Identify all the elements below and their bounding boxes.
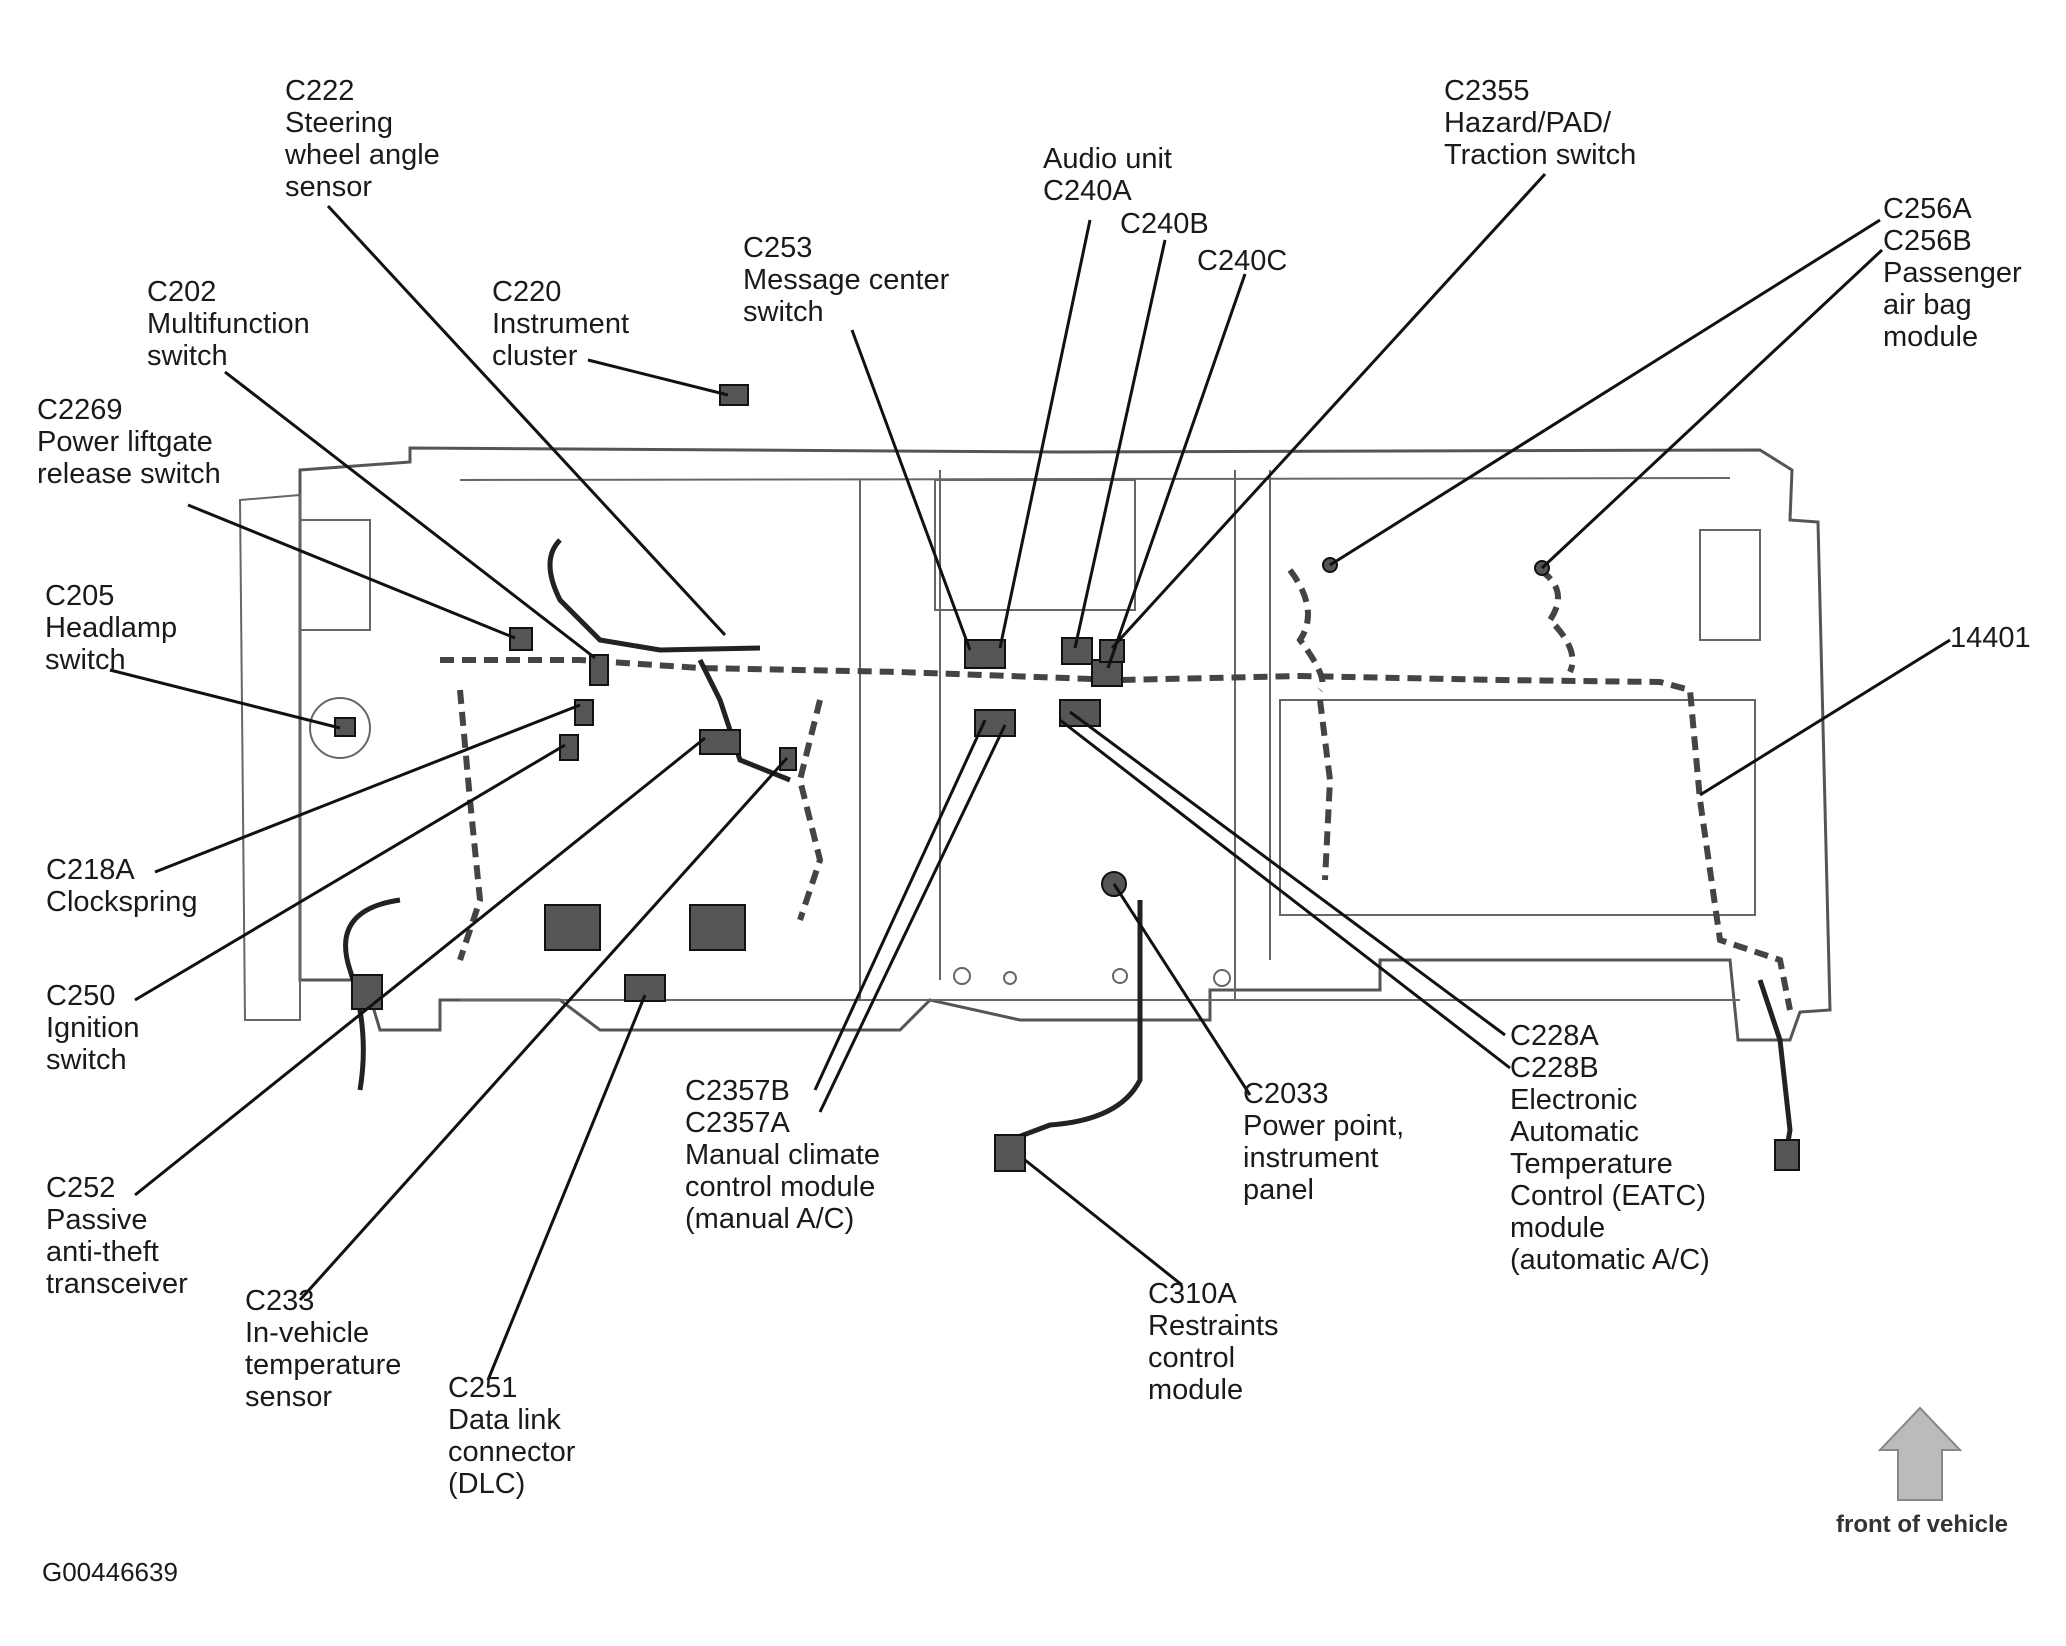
label-14401: 14401	[1950, 622, 2031, 654]
headlamp-switch-bezel	[309, 697, 371, 759]
harness-branch-left-lower	[457, 689, 484, 961]
harness-upper-left	[547, 538, 761, 653]
harness-branch-glovebox	[1317, 699, 1334, 881]
connector-c2269	[509, 627, 533, 651]
harness-branch-airbag	[1287, 568, 1326, 693]
harness-branch-lower-center	[796, 699, 824, 921]
leader-c2357a	[818, 724, 1007, 1113]
panel-inner-outline	[238, 493, 301, 1021]
panel-frame	[298, 446, 1832, 1042]
leader-c220	[587, 358, 729, 397]
harness-rcm-lead	[1009, 900, 1143, 1143]
front-arrow-icon	[1877, 1406, 1963, 1501]
connector-c202	[589, 654, 609, 686]
label-c240b: C240B	[1120, 208, 1209, 240]
harness-branch-right	[1538, 567, 1576, 674]
leader-c240c	[1106, 273, 1247, 669]
figure-id: G00446639	[42, 1557, 178, 1587]
panel-hole-2	[953, 967, 971, 985]
leader-c2355	[1110, 172, 1547, 650]
leader-c251	[486, 994, 647, 1381]
connector-bulk-left	[544, 904, 601, 951]
leader-c256b	[1540, 248, 1884, 570]
connector-c220	[719, 384, 749, 406]
leader-c2033	[1112, 883, 1252, 1096]
left-vent	[299, 519, 371, 631]
right-vent	[1699, 529, 1761, 641]
harness-center-lead	[697, 658, 791, 783]
leader-c256a	[1329, 218, 1881, 567]
center-stack-opening	[934, 479, 1136, 611]
leader-c310a	[1024, 1158, 1183, 1287]
leader-c240a	[998, 219, 1092, 649]
leader-c2269	[187, 503, 516, 640]
leader-c202	[224, 370, 596, 660]
connector-c310a	[994, 1134, 1026, 1172]
panel-hole-4	[1112, 968, 1128, 984]
leader-c222	[326, 204, 727, 637]
leader-c253	[850, 329, 972, 651]
leader-c233	[298, 756, 789, 1302]
connector-c240c	[1091, 659, 1123, 687]
leader-lines	[109, 172, 1951, 1381]
leader-14401	[1699, 638, 1951, 797]
leader-c205	[109, 668, 341, 730]
connector-c228	[1059, 699, 1101, 727]
harness-right-lead	[1757, 979, 1793, 1161]
panel-hole-1	[1213, 969, 1231, 987]
leader-c228b	[1059, 718, 1511, 1070]
leader-c250	[134, 743, 566, 1002]
front-of-vehicle-caption: front of vehicle	[1836, 1511, 2009, 1538]
connector-c2357	[974, 709, 1016, 737]
leader-c218a	[154, 703, 581, 874]
label-c240c: C240C	[1197, 245, 1288, 277]
connector-c2355	[1099, 639, 1125, 663]
glovebox-area	[1279, 699, 1756, 916]
leader-c228a	[1069, 710, 1506, 1037]
leader-c2357b	[813, 719, 987, 1091]
connector-c218a	[574, 699, 594, 726]
connector-c240a	[964, 639, 1006, 669]
harness-left-loop	[343, 897, 401, 1091]
panel-hole-3	[1003, 971, 1017, 985]
leader-c252	[134, 736, 706, 1197]
leader-c240b	[1073, 239, 1167, 649]
connector-left-pigtail	[351, 974, 383, 1010]
connector-bulk-center	[689, 904, 746, 951]
connector-14401-end	[1774, 1139, 1800, 1171]
connector-c252	[699, 729, 741, 755]
main-harness-14401	[440, 657, 1793, 1011]
